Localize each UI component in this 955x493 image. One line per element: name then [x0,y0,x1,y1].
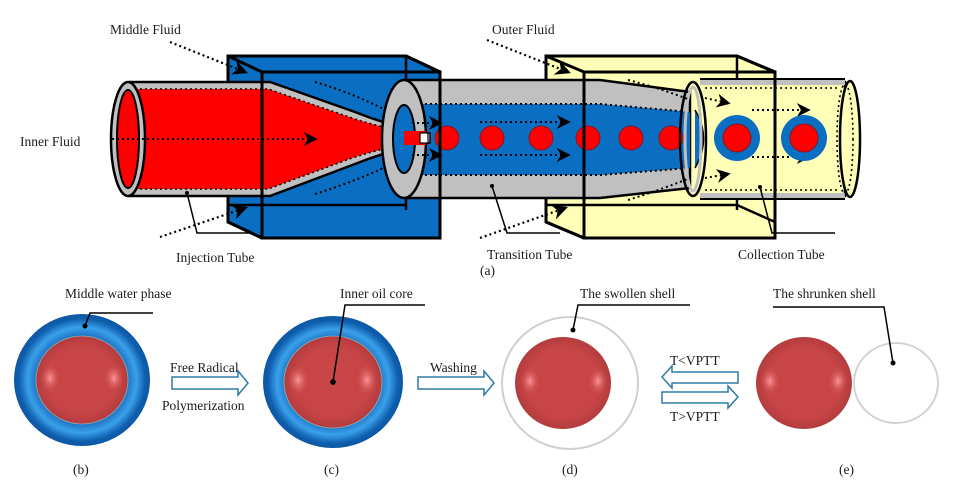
droplet [618,125,644,151]
oil-core [515,337,611,429]
label-t-below-vptt: T<VPTT [670,353,720,368]
label-transition-tube: Transition Tube [487,247,572,262]
caption-e: (e) [839,462,854,477]
label-shrunken-shell: The shrunken shell [773,286,876,301]
collection-tube [678,78,862,200]
arrow-washing: Washing [417,360,495,398]
caption-c: (c) [324,462,339,477]
panel-b: Middle water phase (b) [14,286,171,477]
panel-d: The swollen shell (d) [501,286,690,477]
middle-fluid-flow-lines [314,81,401,195]
double-emulsion-droplets [714,115,827,161]
label-inner-oil-core: Inner oil core [340,286,413,301]
leader-lines [185,184,835,234]
label-middle-water-phase: Middle water phase [65,286,171,301]
droplet [479,125,505,151]
oil-core [35,335,129,425]
caption-b: (b) [73,462,89,477]
oil-core [756,337,852,429]
panel-a: Middle Fluid Outer Fluid Inner Fluid Inj… [20,22,862,278]
outer-fluid-chamber-front [545,54,777,240]
label-outer-fluid: Outer Fluid [492,22,555,37]
caption-a: (a) [480,263,495,278]
droplet [658,125,684,151]
arrows-temperature: T<VPTT T>VPTT [660,353,740,424]
droplet [528,125,554,151]
label-swollen-shell: The swollen shell [580,286,675,301]
label-t-above-vptt: T>VPTT [670,409,720,424]
injection-tube [109,80,431,198]
transition-tube-inlet [380,78,443,200]
label-free-radical: Free Radical [170,360,239,375]
inlet-arrows [159,38,571,240]
right-arrow-icon [661,384,740,410]
left-arrow-icon [660,364,739,390]
label-injection-tube: Injection Tube [176,250,254,265]
right-arrow-icon [171,368,249,398]
panel-e: The shrunken shell (e) [756,286,939,477]
label-inner-fluid: Inner Fluid [20,134,81,149]
right-arrow-icon [417,368,495,398]
label-polymerization: Polymerization [162,398,245,413]
label-washing: Washing [430,360,477,375]
label-middle-fluid: Middle Fluid [110,22,181,37]
transition-tube [403,78,692,200]
panel-c: Inner oil core (c) [263,286,425,477]
shrunken-shell [853,342,939,424]
arrow-polymerization: Free Radical Polymerization [162,360,249,413]
label-collection-tube: Collection Tube [738,247,825,262]
droplet [575,125,601,151]
caption-d: (d) [562,462,578,477]
